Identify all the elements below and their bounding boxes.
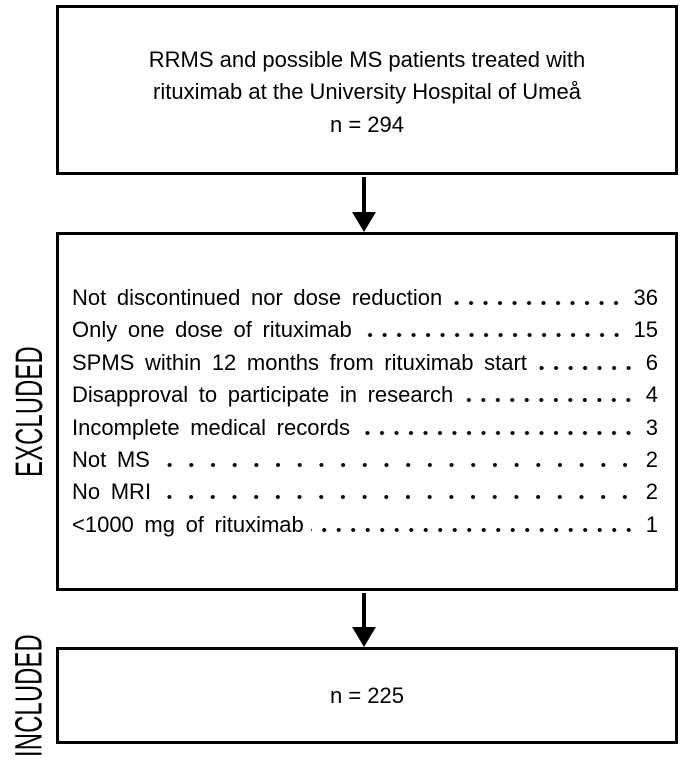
excluded-item-row: Not MS 2: [72, 444, 658, 476]
dot-leader: [156, 462, 638, 467]
excluded-item-label: Only one dose of rituximab: [72, 317, 352, 343]
excluded-box: Not discontinued nor dose reduction 36 O…: [56, 232, 678, 591]
excluded-item-count: 2: [645, 446, 658, 472]
population-count: n = 294: [329, 111, 404, 137]
population-title-line1: RRMS and possible MS patients treated wi…: [148, 46, 586, 72]
excluded-item-row: Only one dose of rituximab 15: [72, 314, 658, 346]
excluded-item-count: 6: [645, 349, 658, 375]
included-count: n = 225: [329, 682, 404, 708]
population-title-line2: rituximab at the University Hospital of …: [153, 79, 581, 105]
excluded-item-count: 4: [645, 382, 658, 408]
excluded-item-label: Disapproval to participate in research: [72, 382, 454, 408]
excluded-item-row: Not discontinued nor dose reduction 36: [72, 282, 658, 314]
excluded-item-label: SPMS within 12 months from rituximab sta…: [72, 349, 527, 375]
excluded-item-label: Not MS: [72, 446, 150, 472]
excluded-item-count: 3: [645, 414, 658, 440]
excluded-side-label: EXCLUDED: [6, 232, 54, 591]
excluded-item-row: No MRI 2: [72, 476, 658, 508]
included-side-label-text: INCLUDED: [8, 633, 51, 757]
arrow-head-icon: [352, 212, 376, 232]
arrow-shaft: [362, 177, 366, 216]
excluded-item-label: <1000 mg of rituximab: [72, 511, 304, 537]
dot-leader: [310, 527, 638, 532]
excluded-item-row: Incomplete medical records 3: [72, 412, 658, 444]
excluded-item-count: 15: [633, 317, 658, 343]
dot-leader: [358, 333, 626, 338]
arrow-shaft: [362, 593, 366, 628]
arrow-head-icon: [352, 627, 376, 647]
excluded-item-label: Not discontinued nor dose reduction: [72, 284, 443, 310]
excluded-item-count: 36: [633, 284, 658, 310]
excluded-item-row: SPMS within 12 months from rituximab sta…: [72, 347, 658, 379]
included-side-label: INCLUDED: [6, 634, 54, 757]
dot-leader: [460, 398, 638, 403]
dot-leader: [449, 300, 626, 305]
dot-leader: [158, 495, 638, 500]
dot-leader: [533, 365, 638, 370]
excluded-item-row: Disapproval to participate in research 4: [72, 379, 658, 411]
excluded-item-label: No MRI: [72, 479, 152, 505]
excluded-item-label: Incomplete medical records: [72, 414, 351, 440]
included-box: n = 225: [56, 647, 678, 744]
top-box-population: RRMS and possible MS patients treated wi…: [56, 5, 678, 175]
excluded-side-label-text: EXCLUDED: [8, 346, 51, 477]
excluded-item-row: <1000 mg of rituximab 1: [72, 509, 658, 541]
excluded-item-count: 2: [645, 479, 658, 505]
dot-leader: [357, 430, 638, 435]
excluded-item-count: 1: [645, 511, 658, 537]
